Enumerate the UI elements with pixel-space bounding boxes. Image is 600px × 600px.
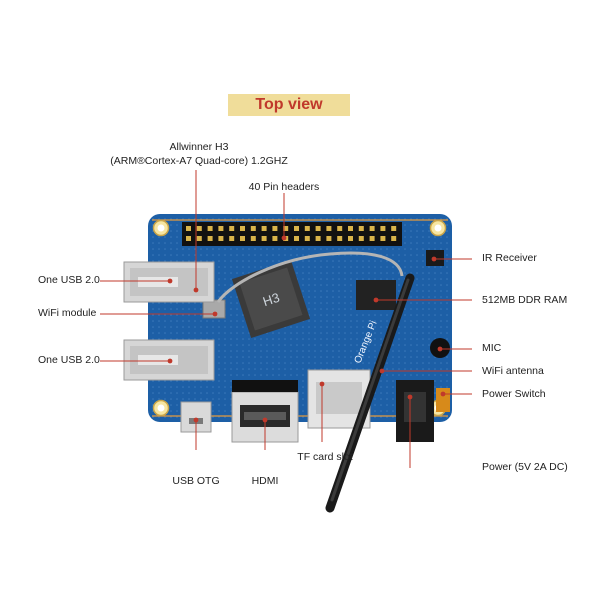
wifi-antenna-rod (325, 273, 415, 513)
tf-card-label: TF card slot (297, 451, 353, 463)
header-pin (358, 226, 364, 231)
header-pin (218, 226, 224, 231)
header-pin (218, 236, 224, 241)
soc-label-line2: (ARM®Cortex-A7 Quad-core) 1.2GHZ (110, 155, 288, 167)
header-pin (369, 226, 375, 231)
header-pin (250, 226, 256, 231)
ram-label: 512MB DDR RAM (482, 294, 568, 306)
wifi-antenna-label: WiFi antenna (482, 365, 544, 377)
header-pin (358, 236, 364, 241)
power-label: Power (5V 2A DC) (482, 461, 568, 473)
title-banner: Top view (228, 94, 350, 116)
header-pin (391, 226, 397, 231)
header-pin (326, 236, 332, 241)
header-pin (261, 236, 267, 241)
header-pin (380, 226, 386, 231)
power-jack (396, 380, 434, 442)
header-pin (250, 236, 256, 241)
header-pin (196, 226, 202, 231)
header-pin (348, 226, 353, 231)
power-switch-label: Power Switch (482, 388, 546, 400)
header-pin (294, 226, 299, 231)
header-pin (261, 226, 267, 231)
header-pin (229, 226, 235, 231)
header-pin (337, 236, 343, 241)
header-pin (369, 236, 375, 241)
pin-headers-label: 40 Pin headers (248, 181, 320, 193)
header-pin (348, 236, 353, 241)
ir-receiver-label: IR Receiver (482, 252, 537, 264)
header-pin (229, 236, 235, 241)
header-pin (337, 226, 343, 231)
header-pin (391, 236, 397, 241)
antenna-cable (216, 251, 404, 303)
header-pin (207, 236, 213, 241)
soc-chip: H3 (231, 259, 311, 339)
tf-card-slot (307, 369, 371, 429)
header-pin (315, 226, 321, 231)
header-pin (186, 236, 191, 241)
diagram-title: Top view (255, 96, 323, 113)
chip-marking: H3 (261, 290, 281, 309)
header-pin (283, 226, 289, 231)
header-pin (240, 226, 245, 231)
soc-label-line1: Allwinner H3 (169, 141, 229, 153)
header-pin (272, 226, 278, 231)
header-pin (304, 226, 310, 231)
header-pin (186, 226, 191, 231)
usb-bottom-label: One USB 2.0 (38, 354, 100, 366)
mic-label: MIC (482, 342, 502, 354)
header-pin (207, 226, 213, 231)
ram-chip (356, 280, 396, 310)
header-pin (240, 236, 245, 241)
hdmi-label: HDMI (251, 475, 279, 487)
header-pin (315, 236, 321, 241)
header-pin (304, 236, 310, 241)
usb-otg-label: USB OTG (172, 475, 220, 487)
hdmi-ribbon-connector (232, 380, 298, 392)
leader-lines (100, 170, 472, 468)
header-pin (196, 236, 202, 241)
header-pin (380, 236, 386, 241)
header-pin (294, 236, 299, 241)
header-pin (326, 226, 332, 231)
usb-top-label: One USB 2.0 (38, 274, 100, 286)
wifi-module-label: WiFi module (38, 307, 97, 319)
header-pin (272, 236, 278, 241)
callout-dots (167, 235, 446, 423)
pin-header (182, 222, 402, 246)
